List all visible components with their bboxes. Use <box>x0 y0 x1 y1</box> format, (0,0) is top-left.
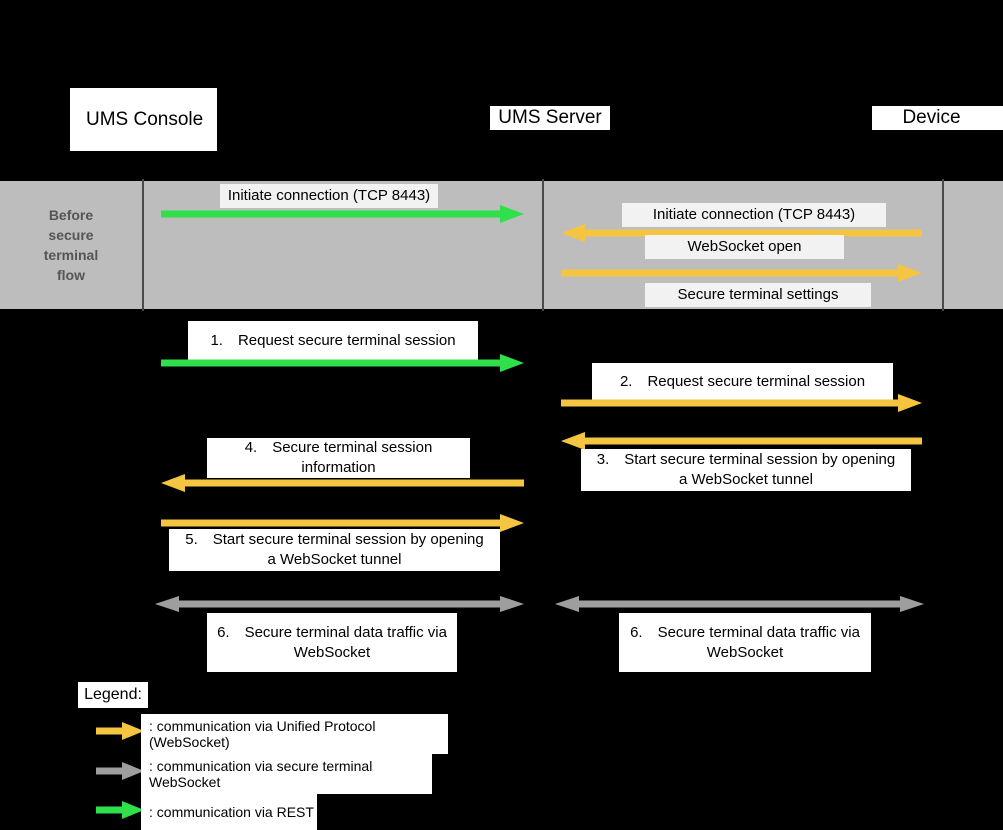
message-arrow-step-6-left <box>155 595 524 613</box>
legend-arrow-unified-protocol <box>96 722 144 745</box>
legend-label-rest: : communication via REST <box>141 794 317 830</box>
legend-label-unified-protocol: : communication via Unified Protocol (We… <box>141 714 448 754</box>
phase-band-label: Before secure terminal flow <box>43 207 99 283</box>
legend-arrow-secure-terminal-websocket <box>96 762 144 785</box>
legend-arrow-rest <box>96 801 144 824</box>
message-label-step-5: 5. Start secure terminal session by open… <box>169 529 500 571</box>
lifeline-header-ums-console: UMS Console <box>70 88 217 151</box>
band-divider-2 <box>542 179 544 311</box>
message-label-step-1: 1. Request secure terminal session <box>188 321 478 360</box>
message-arrow-pre-3 <box>561 264 922 282</box>
lifeline-label-device: Device <box>902 107 961 128</box>
lifeline-label-ums-console: UMS Console <box>86 108 204 130</box>
legend-label-secure-terminal-websocket: : communication via secure terminal WebS… <box>141 754 432 794</box>
band-divider-1 <box>142 179 144 311</box>
message-arrow-step-1 <box>161 354 524 372</box>
band-divider-3 <box>942 179 944 311</box>
message-arrow-step-3 <box>561 432 922 450</box>
message-label-pre-2: Initiate connection (TCP 8443) <box>622 203 886 227</box>
message-label-step-6-left: 6. Secure terminal data traffic via WebS… <box>207 613 457 672</box>
lifeline-header-ums-server: UMS Server <box>490 106 610 130</box>
message-label-step-6-right: 6. Secure terminal data traffic via WebS… <box>619 613 871 672</box>
message-label-pre-3: WebSocket open <box>645 235 844 259</box>
message-arrow-step-4 <box>161 474 524 492</box>
message-label-step-4: 4. Secure terminal session information <box>207 438 470 478</box>
lifeline-header-device: Device <box>872 106 1003 130</box>
message-label-pre-4: Secure terminal settings <box>645 283 871 307</box>
message-arrow-step-2 <box>561 394 922 412</box>
message-arrow-pre-2 <box>561 224 922 242</box>
lifeline-label-ums-server: UMS Server <box>498 107 602 128</box>
message-arrow-step-6-right <box>555 595 924 613</box>
legend-title: Legend: <box>78 682 148 708</box>
message-label-step-3: 3. Start secure terminal session by open… <box>581 449 911 491</box>
message-arrow-pre-1 <box>161 205 524 223</box>
message-label-step-2: 2. Request secure terminal session <box>592 363 893 400</box>
message-arrow-step-5 <box>161 514 524 532</box>
message-label-pre-1: Initiate connection (TCP 8443) <box>220 184 438 208</box>
